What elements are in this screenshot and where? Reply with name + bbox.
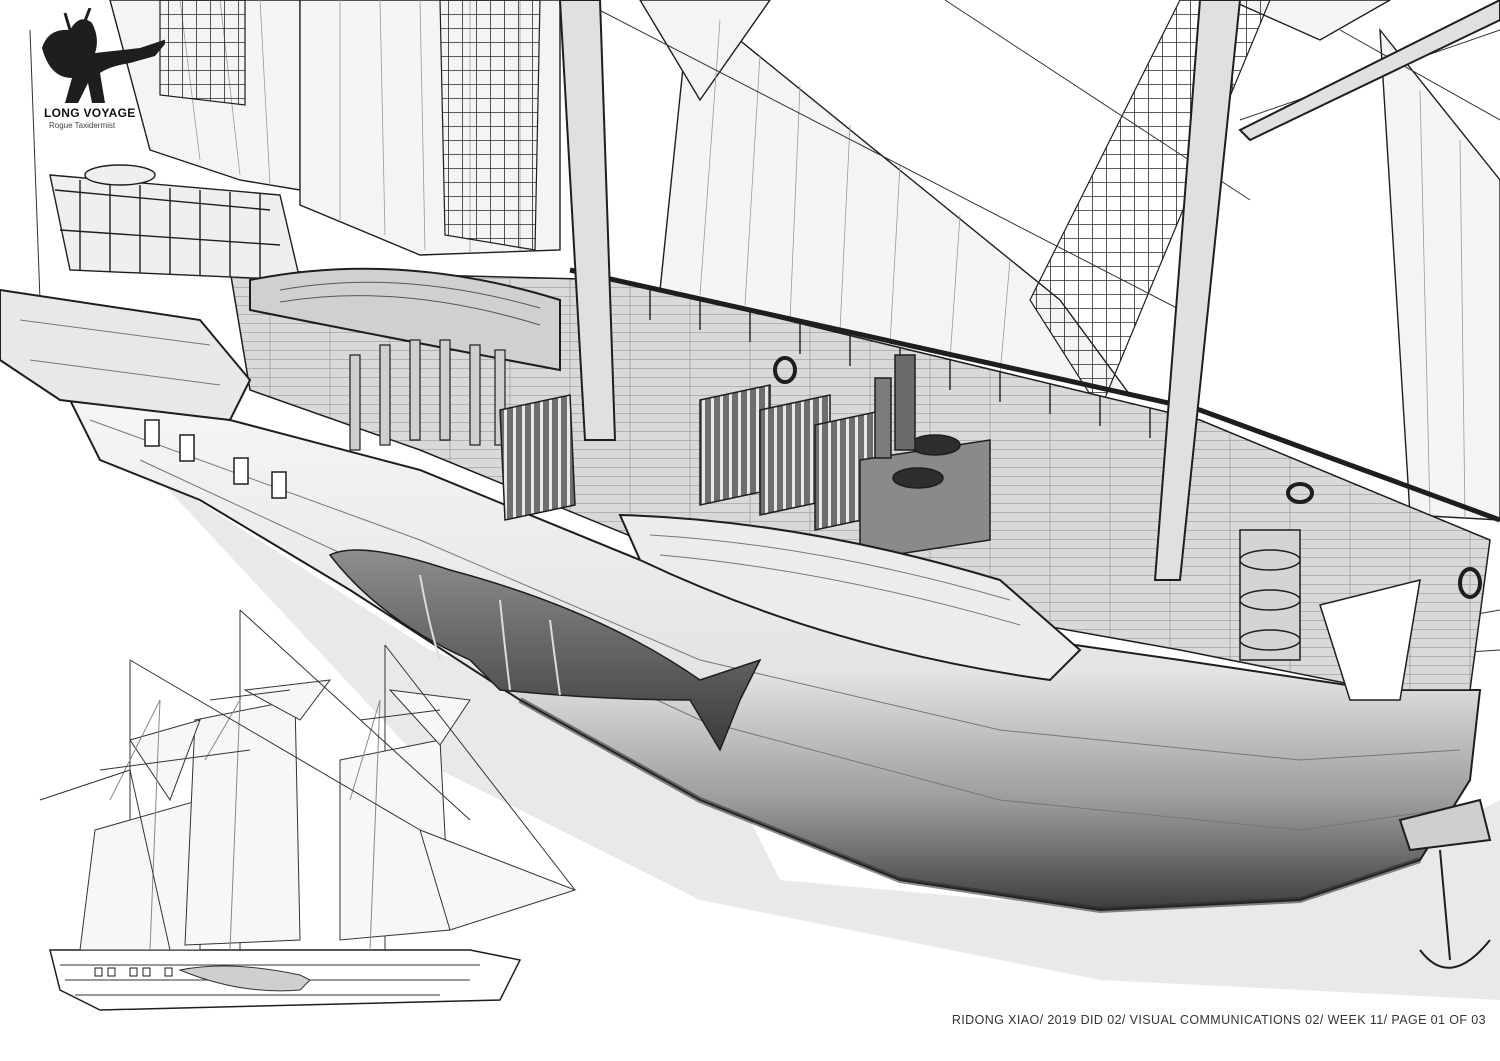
hull-windows (144, 419, 287, 499)
side-elevation-sketch (39, 609, 577, 1011)
main-topsail (639, 0, 771, 102)
bow-anchor (1398, 798, 1492, 969)
try-works (859, 354, 991, 561)
bow-hatch (1319, 578, 1421, 701)
stern-castle (49, 164, 301, 281)
deck-railing (569, 267, 1500, 523)
sails (109, 0, 1500, 521)
bow-windlass (1239, 529, 1301, 661)
logo-title: LONG VOYAGE (44, 106, 136, 120)
whale-carcass (328, 549, 762, 752)
davit-tackle (349, 339, 506, 451)
cargo-cages (499, 384, 886, 531)
stern-lifeboat (0, 288, 252, 422)
goat-shark-emblem-icon (42, 8, 165, 103)
hull-waterline (518, 697, 1421, 914)
side-whaleboat (618, 513, 1082, 682)
ship-shadow (150, 470, 1500, 1000)
logo-subtitle: Rogue Taxidermist (49, 121, 116, 130)
footer-credit: RIDONG XIAO/ 2019 DID 02/ VISUAL COMMUNI… (951, 1013, 1486, 1027)
top-spanker (1229, 0, 1392, 41)
jib-sail (1379, 27, 1500, 521)
masts (558, 0, 1500, 581)
sketch-whale (178, 965, 311, 992)
life-rings (773, 356, 1482, 599)
